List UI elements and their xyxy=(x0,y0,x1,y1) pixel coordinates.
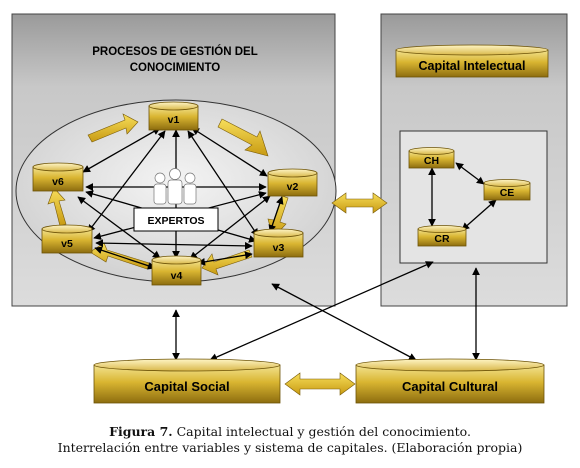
node-v2-label: v2 xyxy=(287,181,299,193)
node-v6-label: v6 xyxy=(52,176,64,188)
cultural-capital-label: Capital Cultural xyxy=(402,379,498,394)
caption-line1: Figura 7. Capital intelectual y gestión … xyxy=(0,424,580,440)
node-v3-label: v3 xyxy=(273,242,285,254)
experts-group: EXPERTOS xyxy=(133,168,219,232)
link-v4-v3 xyxy=(197,251,253,266)
link-ce-cr xyxy=(461,199,497,231)
social-capital-label: Capital Social xyxy=(144,379,229,394)
panels-double-arrow xyxy=(331,192,388,214)
node-v3: v3 xyxy=(253,228,304,258)
link-v2-v3 xyxy=(268,196,284,233)
caption-line2: Interrelación entre variables y sistema … xyxy=(57,440,523,455)
node-v1: v1 xyxy=(148,101,199,131)
node-v5-label: v5 xyxy=(61,238,73,250)
link-cr-social xyxy=(209,261,434,361)
left-panel-title-line1: PROCESOS DE GESTIÓN DEL xyxy=(92,45,258,58)
social-capital-node: Capital Social xyxy=(93,358,281,404)
node-v4-label: v4 xyxy=(171,270,183,282)
caption-figure-label: Figura 7. xyxy=(109,424,173,439)
experts-label: EXPERTOS xyxy=(148,215,205,227)
intellectual-capital-title: Capital Intelectual xyxy=(419,59,526,73)
link-v4-v5 xyxy=(94,246,156,270)
node-v5: v5 xyxy=(41,224,93,254)
link-v5-v3 xyxy=(95,239,253,250)
node-v2: v2 xyxy=(267,168,318,197)
node-v1-label: v1 xyxy=(168,114,180,126)
node-cr-label: CR xyxy=(434,233,450,245)
bottom-connectors xyxy=(172,261,480,361)
node-ce-label: CE xyxy=(500,187,515,199)
node-ce: CE xyxy=(483,179,531,201)
node-ch-label: CH xyxy=(424,155,439,167)
node-v6: v6 xyxy=(32,162,84,192)
node-ch: CH xyxy=(408,147,455,169)
experts-box xyxy=(133,207,219,232)
cultural-capital-node: Capital Cultural xyxy=(355,358,545,404)
node-v4: v4 xyxy=(151,255,202,286)
bottom-double-arrow xyxy=(284,372,356,396)
left-panel-title-line2: CONOCIMIENTO xyxy=(130,62,221,74)
node-cr: CR xyxy=(417,225,467,247)
cycle-arrow-v5-v6 xyxy=(47,187,67,227)
intellectual-capital-header: Capital Intelectual xyxy=(395,44,549,78)
people-icon xyxy=(153,168,197,205)
figure-caption: Figura 7. Capital intelectual y gestión … xyxy=(0,424,580,456)
caption-line1-text: Capital intelectual y gestión del conoci… xyxy=(172,424,471,439)
capital-links xyxy=(428,162,497,231)
link-ch-ce xyxy=(455,162,485,185)
